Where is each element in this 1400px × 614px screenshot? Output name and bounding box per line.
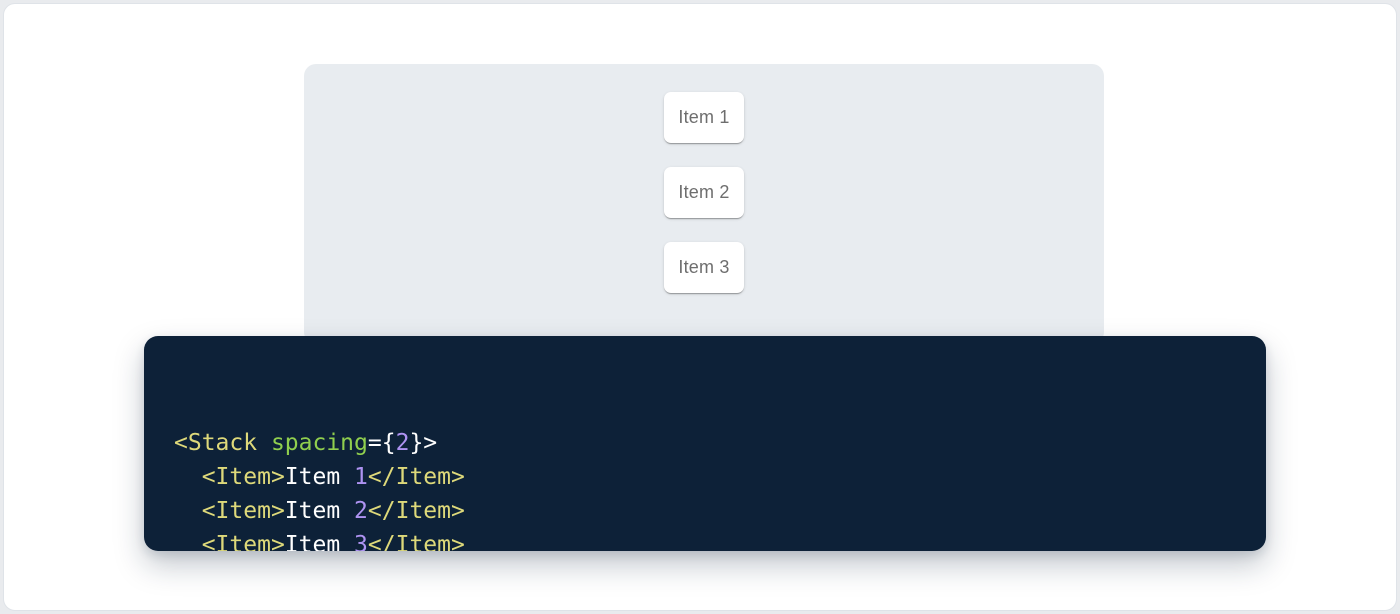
code-token-tag: </Item> (367, 498, 465, 524)
code-token-num: 3 (354, 532, 368, 551)
code-token-tag: </Item> (367, 532, 465, 551)
code-token-plain: Item (284, 498, 355, 524)
stack-item-1-label: Item 1 (678, 107, 730, 127)
code-token-tag: <Item> (201, 464, 285, 490)
code-token-num: 2 (354, 498, 368, 524)
code-token-tag: <Item> (201, 498, 285, 524)
stack-item-2: Item 2 (664, 167, 744, 218)
code-token-plain: Item (284, 464, 355, 490)
code-token-plain (174, 532, 202, 551)
code-token-plain: ={ (367, 430, 396, 456)
stack-item-1: Item 1 (664, 92, 744, 143)
code-token-plain (174, 464, 202, 490)
code-token-num: 2 (395, 430, 410, 456)
code-content: <Stack spacing={2}> <Item>Item 1</Item> … (174, 426, 1236, 551)
code-token-tag: <Stack (174, 430, 271, 456)
code-block: <Stack spacing={2}> <Item>Item 1</Item> … (144, 336, 1266, 551)
code-token-attr: spacing (270, 430, 368, 456)
code-token-plain: }> (409, 430, 438, 456)
code-token-plain (174, 498, 202, 524)
stack-demo-panel: Item 1 Item 2 Item 3 (304, 64, 1104, 344)
code-token-tag: <Item> (201, 532, 285, 551)
code-line: <Item>Item 2</Item> (174, 494, 1236, 528)
stack-item-3: Item 3 (664, 242, 744, 293)
stack-item-2-label: Item 2 (678, 182, 730, 202)
code-line: <Item>Item 3</Item> (174, 528, 1236, 551)
code-line: <Stack spacing={2}> (174, 426, 1236, 460)
code-token-tag: </Item> (367, 464, 465, 490)
page: Item 1 Item 2 Item 3 <Stack spacing={2}>… (3, 3, 1397, 611)
code-token-plain: Item (284, 532, 355, 551)
code-line: <Item>Item 1</Item> (174, 460, 1236, 494)
stack-item-3-label: Item 3 (678, 257, 730, 277)
code-token-num: 1 (354, 464, 368, 490)
